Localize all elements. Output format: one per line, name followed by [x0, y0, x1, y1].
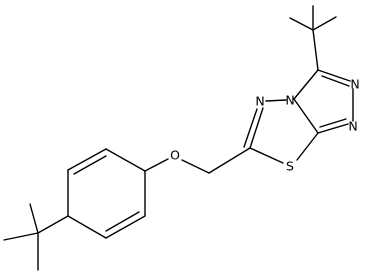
nitrogen-ring-junction-label: N [285, 93, 294, 108]
nitrogen-triazole-lower-label: N [348, 119, 357, 134]
bond [208, 147, 251, 174]
bond [249, 107, 264, 149]
bond [73, 155, 107, 175]
bond [321, 75, 350, 87]
bond [144, 158, 169, 172]
bond [289, 17, 314, 31]
oxygen-atom-label: O [170, 148, 180, 163]
bond [181, 159, 210, 174]
bond-lines [3, 5, 354, 271]
sulfur-atom-label: S [286, 159, 294, 174]
bond [105, 215, 146, 239]
bond [319, 118, 347, 128]
bond [293, 69, 319, 100]
bond [317, 69, 351, 82]
bond [105, 148, 146, 172]
atom-labels: O S N N N N [170, 77, 360, 174]
bond [67, 215, 107, 239]
bond [29, 203, 39, 234]
bond [317, 123, 349, 134]
nitrogen-triazole-upper-label: N [350, 77, 359, 92]
bond [105, 211, 140, 232]
bond [296, 132, 319, 161]
bond [293, 98, 319, 134]
nitrogen-thiadiazole-label: N [255, 94, 264, 109]
bond [67, 148, 107, 171]
bond [312, 29, 319, 71]
bond [37, 215, 69, 234]
bond [265, 99, 287, 102]
bond [3, 232, 39, 241]
bond [249, 147, 284, 164]
bond [312, 16, 337, 31]
bond [243, 108, 258, 148]
